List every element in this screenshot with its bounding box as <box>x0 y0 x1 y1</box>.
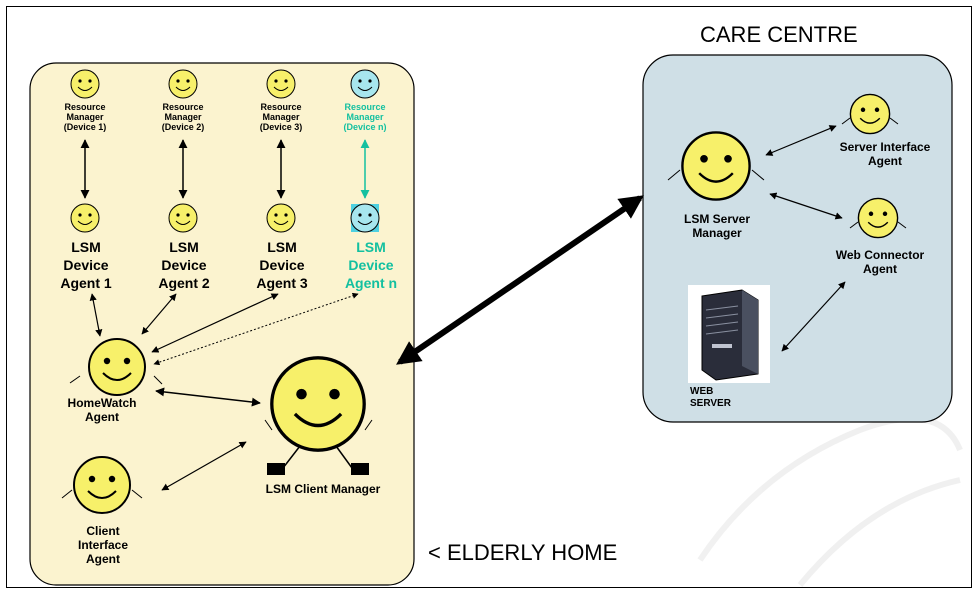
server-interface-agent-icon <box>849 93 891 135</box>
homewatch-agent-icon <box>88 338 146 396</box>
arrow-servermanager-webconnector <box>769 192 843 220</box>
label-resource-manager-3: Resource Manager (Device 3) <box>259 102 303 132</box>
arrow-clientinterface-clientmanager <box>161 441 247 491</box>
device-agent-1-icon <box>70 203 100 233</box>
web-connector-agent-icon <box>857 197 899 239</box>
resource-manager-2-icon <box>168 69 198 99</box>
arrow-da1-homewatch <box>89 293 103 337</box>
arrow-homewatch-clientmanager <box>155 387 261 407</box>
lsm-client-manager-icon <box>270 356 366 452</box>
label-web-server: WEB SERVER <box>690 386 731 409</box>
arrow-servermanager-serverinterface <box>765 125 837 156</box>
lsm-server-manager-icon <box>681 131 751 201</box>
server-tower-icon <box>688 285 770 383</box>
label-resource-manager-2: Resource Manager (Device 2) <box>161 102 205 132</box>
watermark-logo <box>697 415 963 587</box>
label-homewatch-agent: HomeWatch Agent <box>67 396 137 424</box>
resource-manager-3-icon <box>266 69 296 99</box>
device-agent-n-icon <box>350 203 380 233</box>
label-device-agent-2: LSM Device Agent 2 <box>158 239 210 291</box>
device-agent-3-icon <box>266 203 296 233</box>
label-server-interface-agent: Server Interface Agent <box>839 140 931 168</box>
label-device-agent-n: LSM Device Agent n <box>344 239 398 291</box>
label-resource-manager-n: Resource Manager (Device n) <box>343 102 387 132</box>
label-web-connector-agent: Web Connector Agent <box>835 248 925 276</box>
label-client-manager: LSM Client Manager <box>265 482 381 496</box>
resource-manager-1-icon <box>70 69 100 99</box>
client-interface-agent-icon <box>73 456 131 514</box>
arrow-webserver-webconnector <box>781 281 846 352</box>
device-agent-2-icon <box>168 203 198 233</box>
label-server-manager: LSM Server Manager <box>683 212 751 240</box>
arrow-home-centre <box>396 195 644 365</box>
label-device-agent-3: LSM Device Agent 3 <box>256 239 308 291</box>
label-device-agent-1: LSM Device Agent 1 <box>60 239 112 291</box>
label-resource-manager-1: Resource Manager (Device 1) <box>63 102 107 132</box>
resource-manager-n-icon <box>350 69 380 99</box>
elderly-home-title: < ELDERLY HOME <box>428 540 618 565</box>
care-centre-title: CARE CENTRE <box>700 22 858 47</box>
label-client-interface-agent: Client Interface Agent <box>77 524 129 566</box>
